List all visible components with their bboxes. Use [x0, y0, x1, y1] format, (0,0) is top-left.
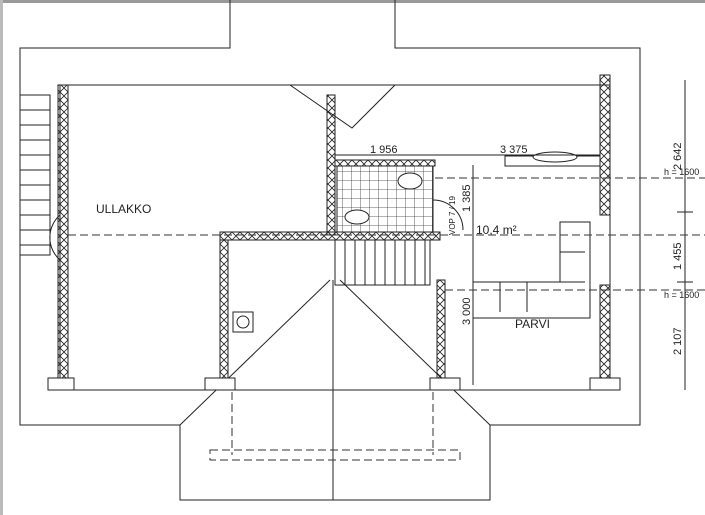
chimney: [232, 311, 254, 333]
room-area: 10,4 m²: [476, 223, 517, 237]
roof-outline: [19, 0, 641, 501]
dim-right-1: 2 642: [672, 142, 684, 170]
dim-loft-depth: 3 000: [461, 297, 473, 325]
walls: [47, 74, 621, 391]
dim-loft-depth-upper: 1 385: [461, 184, 473, 212]
door-label: VOP 7 / 19: [448, 195, 457, 235]
stairs: [19, 94, 431, 286]
dim-right-2: 1 455: [672, 242, 684, 270]
height-label-2: h = 1600: [664, 290, 699, 300]
dim-loft-width: 3 375: [500, 144, 528, 156]
height-label-1: h = 1600: [664, 167, 699, 177]
dimension-lines: [68, 80, 705, 390]
bathroom: [336, 165, 464, 233]
room-label-ullakko: ULLAKKO: [96, 202, 151, 216]
room-label-parvi: PARVI: [515, 317, 550, 331]
dim-right-3: 2 107: [672, 327, 684, 355]
dim-bath-width: 1 956: [370, 144, 398, 156]
